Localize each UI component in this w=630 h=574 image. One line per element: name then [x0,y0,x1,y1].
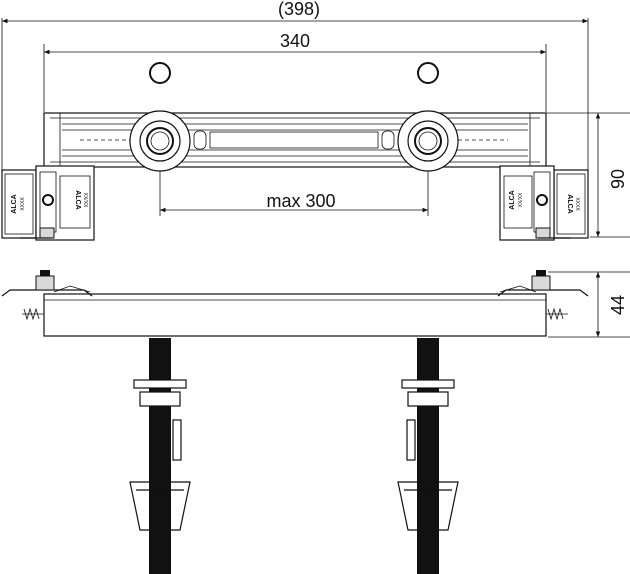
clamp-left-code-2: XX/XX [82,193,88,208]
height-top-label: 90 [608,169,628,189]
top-view: ALCA XXXX ALCA XX/XX ALCA XXXX ALCA XX/X… [1,62,589,241]
height-side-label: 44 [608,295,628,315]
side-bracket-left [1,270,93,321]
center-width-label: 340 [280,31,310,51]
dimension-overall-width: (398) [1,0,589,176]
mounting-hole-right [417,62,439,84]
threaded-rod-right [397,338,459,574]
side-bracket-right [497,270,589,321]
mounting-hole-left [149,62,171,84]
outlet-left [129,110,191,172]
clamp-right-brand-2: ALCA [509,190,516,209]
clamp-right: ALCA XXXX ALCA XX/XX [499,165,589,241]
threaded-rod-left [129,338,191,574]
dimension-height-side: 44 [548,271,630,338]
dimension-outlet-spacing: max 300 [159,170,429,216]
rail-profile [43,293,547,337]
clamp-left-brand: ALCA [11,194,18,213]
clamp-right-code-2: XX/XX [518,192,524,207]
clamp-left-code: XXXX [20,197,26,211]
clamp-left: ALCA XXXX ALCA XX/XX [1,165,95,241]
mounting-rail [43,112,547,168]
dimension-height-top: 90 [546,112,630,238]
outlet-right [397,110,459,172]
clamp-left-brand-2: ALCA [74,190,81,209]
side-view [1,270,589,574]
overall-width-label: (398) [278,0,320,19]
dimension-center-width: 340 [43,31,547,112]
clamp-right-code: XXXX [574,197,580,211]
outlet-spacing-label: max 300 [266,191,335,211]
clamp-right-brand: ALCA [566,194,573,213]
